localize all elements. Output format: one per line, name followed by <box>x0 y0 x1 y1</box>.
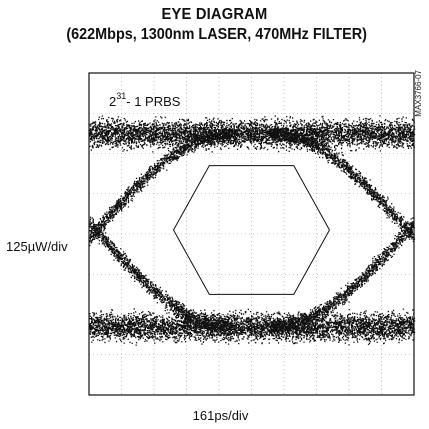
prbs-exponent: 31 <box>116 91 126 101</box>
chart-subtitle: (622Mbps, 1300nm LASER, 470MHz FILTER) <box>66 26 367 43</box>
prbs-base: 2 <box>109 94 116 109</box>
prbs-suffix: - 1 PRBS <box>126 94 181 109</box>
y-axis-label: 125µW/div <box>6 239 68 254</box>
x-axis-label: 161ps/div <box>192 408 249 423</box>
eye-trace-points <box>89 115 416 346</box>
plot-frame <box>88 72 415 396</box>
chart-title: EYE DIAGRAM <box>161 6 268 23</box>
grid <box>89 73 414 395</box>
eye-mask-hexagon <box>172 165 331 295</box>
eye-traces <box>89 115 416 346</box>
prbs-annotation: 231- 1 PRBS <box>109 91 181 109</box>
